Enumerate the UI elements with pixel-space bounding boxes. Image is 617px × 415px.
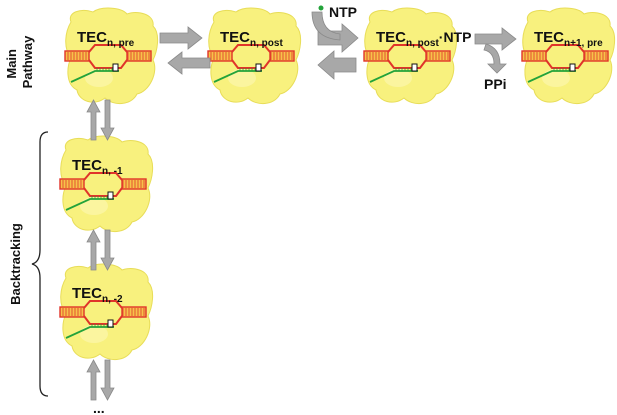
up-arrow xyxy=(86,359,101,401)
ntp-entry-curve xyxy=(311,11,341,41)
active-site-box xyxy=(255,63,262,72)
tec-post-complex: TECn, post xyxy=(207,7,302,104)
template-strand xyxy=(83,187,123,197)
rna-transcript xyxy=(527,70,576,83)
template-strand xyxy=(387,59,427,69)
catalysis-arrow xyxy=(474,27,517,51)
non-template-strand xyxy=(83,300,123,309)
ntp-binding-arrows xyxy=(311,11,359,80)
tec-next-complex: TECn+1, pre xyxy=(521,7,616,104)
main-pathway-label: Main Pathway xyxy=(4,35,35,89)
tec-pre-label: TECn, pre xyxy=(77,29,135,49)
protein-highlight xyxy=(80,197,108,215)
ppi-release-curve xyxy=(483,43,507,74)
forward-arrow xyxy=(159,26,203,50)
dna-strands xyxy=(59,172,147,197)
non-template-strand xyxy=(231,44,271,53)
dna-strands xyxy=(521,44,609,69)
ntp-label: NTP xyxy=(329,4,357,20)
backtrack-arrows-2 xyxy=(86,229,115,271)
protein-highlight xyxy=(85,69,113,87)
rna-transcript xyxy=(65,326,114,339)
downstream-dna xyxy=(583,50,609,62)
dna-strands xyxy=(59,300,147,325)
tec-bt1-complex: TECn, -1 xyxy=(59,135,154,232)
downstream-dna xyxy=(121,178,147,190)
dna-strands xyxy=(64,44,152,69)
ppi-label: PPi xyxy=(484,76,507,92)
active-site-box xyxy=(107,319,114,328)
dna-strands xyxy=(207,44,295,69)
ntp-dot xyxy=(318,5,324,11)
template-strand xyxy=(88,59,128,69)
non-template-strand xyxy=(545,44,585,53)
tec-bt2-label: TECn, -2 xyxy=(72,285,123,305)
backtrack-arrows-3 xyxy=(86,359,115,401)
protein-highlight xyxy=(228,69,256,87)
non-template-strand xyxy=(387,44,427,53)
pre-post-equilibrium-arrows xyxy=(159,26,211,75)
non-template-strand xyxy=(88,44,128,53)
downstream-dna xyxy=(425,50,451,62)
downstream-dna xyxy=(121,306,147,318)
ntp-release-arrow xyxy=(317,50,357,80)
tec-post-label: TECn, post xyxy=(220,29,283,49)
up-arrow xyxy=(86,229,101,271)
tec-ntp-complex: TECn, post·NTP xyxy=(363,7,471,104)
down-arrow xyxy=(100,229,115,271)
protein-highlight xyxy=(80,325,108,343)
reverse-arrow xyxy=(167,51,211,75)
down-arrow xyxy=(100,99,115,141)
tec-bt1-label: TECn, -1 xyxy=(72,157,123,177)
backtrack-arrows-1 xyxy=(86,99,115,141)
tec-pre-complex: TECn, pre xyxy=(64,7,159,104)
tec-bt2-complex: TECn, -2 xyxy=(59,263,154,360)
active-site-box xyxy=(107,191,114,200)
downstream-dna xyxy=(126,50,152,62)
continuation-ellipsis: ... xyxy=(93,400,105,415)
active-site-box xyxy=(411,63,418,72)
dna-strands xyxy=(363,44,451,69)
template-strand xyxy=(545,59,585,69)
down-arrow xyxy=(100,359,115,401)
downstream-dna xyxy=(269,50,295,62)
non-template-strand xyxy=(83,172,123,181)
rna-transcript xyxy=(213,70,262,83)
protein-highlight xyxy=(542,69,570,87)
template-strand xyxy=(83,315,123,325)
protein-highlight xyxy=(384,69,412,87)
tec-ntp-label: TECn, post·NTP xyxy=(376,29,471,49)
rna-transcript xyxy=(70,70,119,83)
backtracking-label: Backtracking xyxy=(8,223,23,305)
rna-transcript xyxy=(65,198,114,211)
backtracking-bracket xyxy=(31,131,49,397)
rna-transcript xyxy=(369,70,418,83)
template-strand xyxy=(231,59,271,69)
catalysis-arrow-group xyxy=(474,27,517,74)
up-arrow xyxy=(86,99,101,141)
tec-next-label: TECn+1, pre xyxy=(534,29,603,49)
active-site-box xyxy=(112,63,119,72)
active-site-box xyxy=(569,63,576,72)
